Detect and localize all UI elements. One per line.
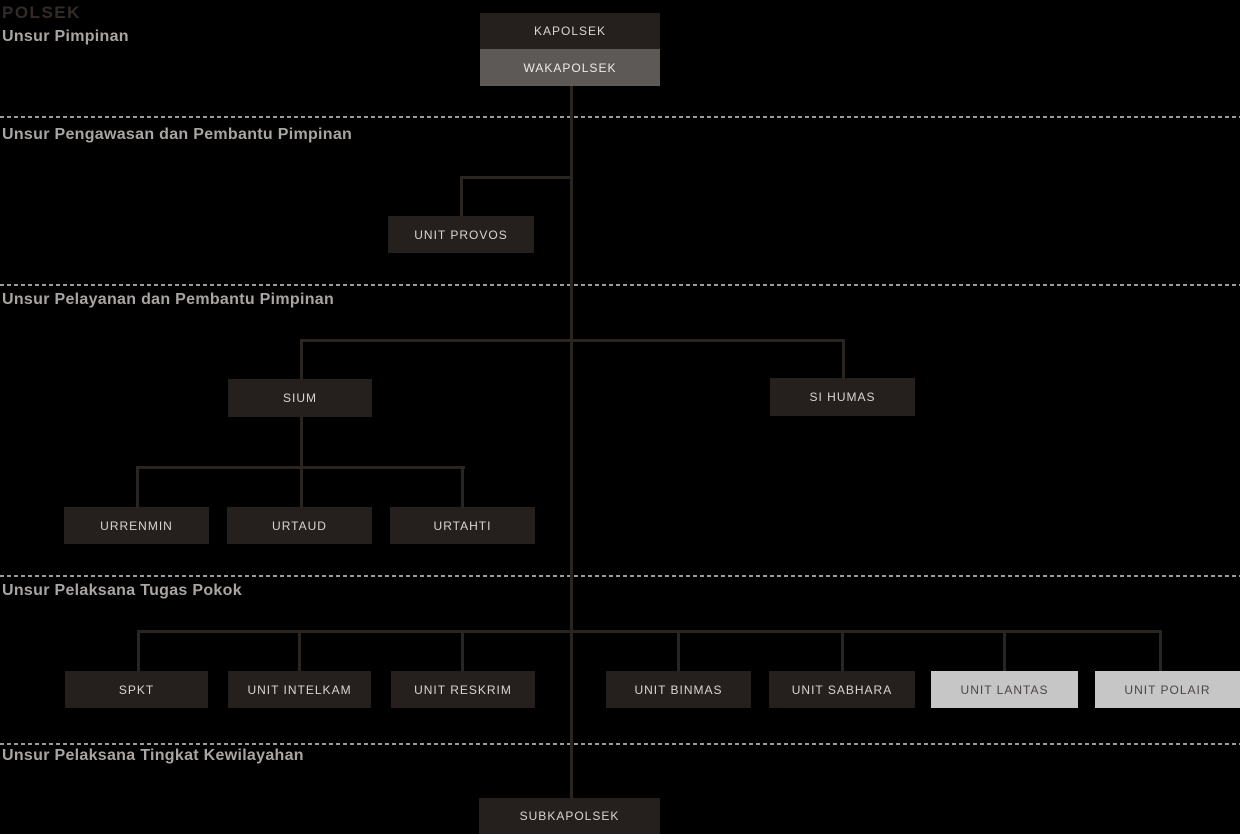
connector-line [842, 339, 845, 378]
node-urtaud: URTAUD [227, 507, 372, 544]
connector-line [461, 466, 464, 507]
node-wakapolsek: WAKAPOLSEK [480, 49, 660, 86]
connector-line [460, 176, 463, 216]
section-label-pimpinan: Unsur Pimpinan [2, 28, 129, 45]
node-unit-provos: UNIT PROVOS [388, 216, 534, 253]
connector-line [677, 630, 680, 671]
connector-line [300, 339, 303, 379]
section-divider [0, 743, 1240, 745]
section-label-pelayanan: Unsur Pelayanan dan Pembantu Pimpinan [2, 291, 335, 308]
node-si-humas: SI HUMAS [770, 378, 915, 416]
chart-title: POLSEK [2, 3, 81, 22]
section-label-tugas-pokok: Unsur Pelaksana Tugas Pokok [2, 582, 242, 599]
connector-line [300, 416, 303, 469]
connector-trunk [570, 86, 573, 798]
node-kapolsek: KAPOLSEK [480, 13, 660, 49]
connector-line [461, 630, 464, 671]
node-sium: SIUM [228, 379, 372, 417]
node-unit-polair: UNIT POLAIR [1095, 671, 1240, 708]
section-divider [0, 284, 1240, 286]
section-label-kewilayahan: Unsur Pelaksana Tingkat Kewilayahan [2, 747, 304, 764]
section-divider [0, 575, 1240, 577]
node-subkapolsek: SUBKAPOLSEK [479, 798, 660, 834]
node-unit-sabhara: UNIT SABHARA [769, 671, 915, 708]
connector-line [136, 466, 139, 507]
connector-line [1003, 630, 1006, 671]
node-urrenmin: URRENMIN [64, 507, 209, 544]
section-label-pengawasan: Unsur Pengawasan dan Pembantu Pimpinan [2, 126, 353, 143]
node-spkt: SPKT [65, 671, 208, 708]
connector-line [137, 630, 140, 671]
connector-line [300, 466, 303, 507]
section-divider [0, 116, 1240, 118]
connector-line [137, 630, 1162, 633]
connector-line [298, 630, 301, 671]
connector-line [1159, 630, 1162, 671]
node-unit-binmas: UNIT BINMAS [606, 671, 751, 708]
node-unit-lantas: UNIT LANTAS [931, 671, 1078, 708]
connector-line [460, 176, 572, 179]
node-unit-intelkam: UNIT INTELKAM [228, 671, 371, 708]
node-unit-reskrim: UNIT RESKRIM [391, 671, 535, 708]
connector-line [300, 339, 845, 342]
connector-line [841, 630, 844, 671]
node-urtahti: URTAHTI [390, 507, 535, 544]
